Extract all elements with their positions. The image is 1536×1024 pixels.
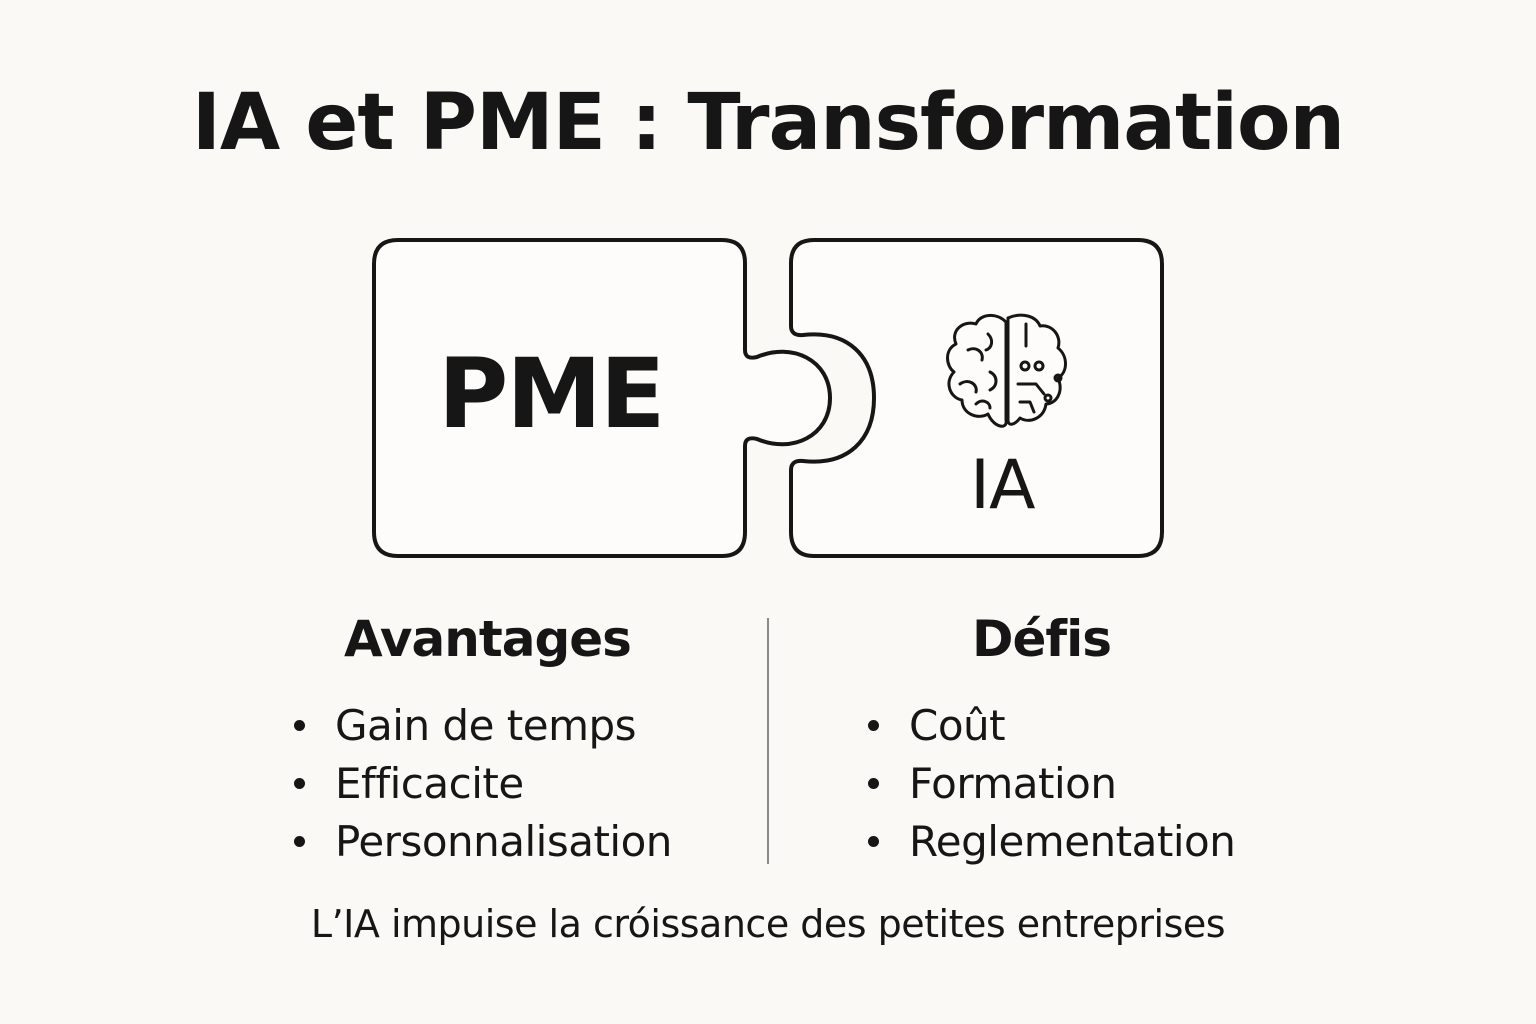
list-item: Formation <box>868 754 1235 812</box>
list-item-label: Formation <box>909 758 1117 808</box>
puzzle-piece-ia-label: IA <box>970 446 1036 525</box>
list-item: Gain de temps <box>294 696 672 754</box>
list-item-label: Efficacite <box>335 758 524 808</box>
bullet-dot-icon <box>868 719 879 731</box>
page-title: IA et PME : Transformation <box>191 78 1345 168</box>
puzzle-piece-pme-label: PME <box>438 338 665 450</box>
challenges-heading: Défis <box>972 610 1112 668</box>
list-item-label: Gain de temps <box>335 700 637 750</box>
list-item: Reglementation <box>868 812 1236 870</box>
list-item: Personnalisation <box>294 812 672 870</box>
footer-caption: L’IA impuise la cróissance des petites e… <box>310 902 1226 946</box>
brain-circuit-icon <box>946 313 1067 428</box>
advantages-heading: Avantages <box>344 610 632 668</box>
advantages-list: Gain de temps Efficacite Personnalisatio… <box>294 696 672 870</box>
bullet-dot-icon <box>868 835 879 847</box>
list-item: Efficacite <box>294 754 672 812</box>
list-item-label: Personnalisation <box>335 816 672 866</box>
bullet-dot-icon <box>294 835 305 847</box>
bullet-dot-icon <box>294 719 305 731</box>
list-item-label: Coût <box>909 700 1006 750</box>
puzzle-piece-pme <box>372 238 832 558</box>
bullet-dot-icon <box>294 777 305 789</box>
list-item: Coût <box>868 696 1235 754</box>
puzzle-piece-ia <box>789 238 1164 558</box>
column-divider <box>767 618 769 864</box>
challenges-list: Coût Formation Reglementation <box>868 696 1236 870</box>
bullet-dot-icon <box>868 777 879 789</box>
list-item-label: Reglementation <box>909 816 1236 866</box>
